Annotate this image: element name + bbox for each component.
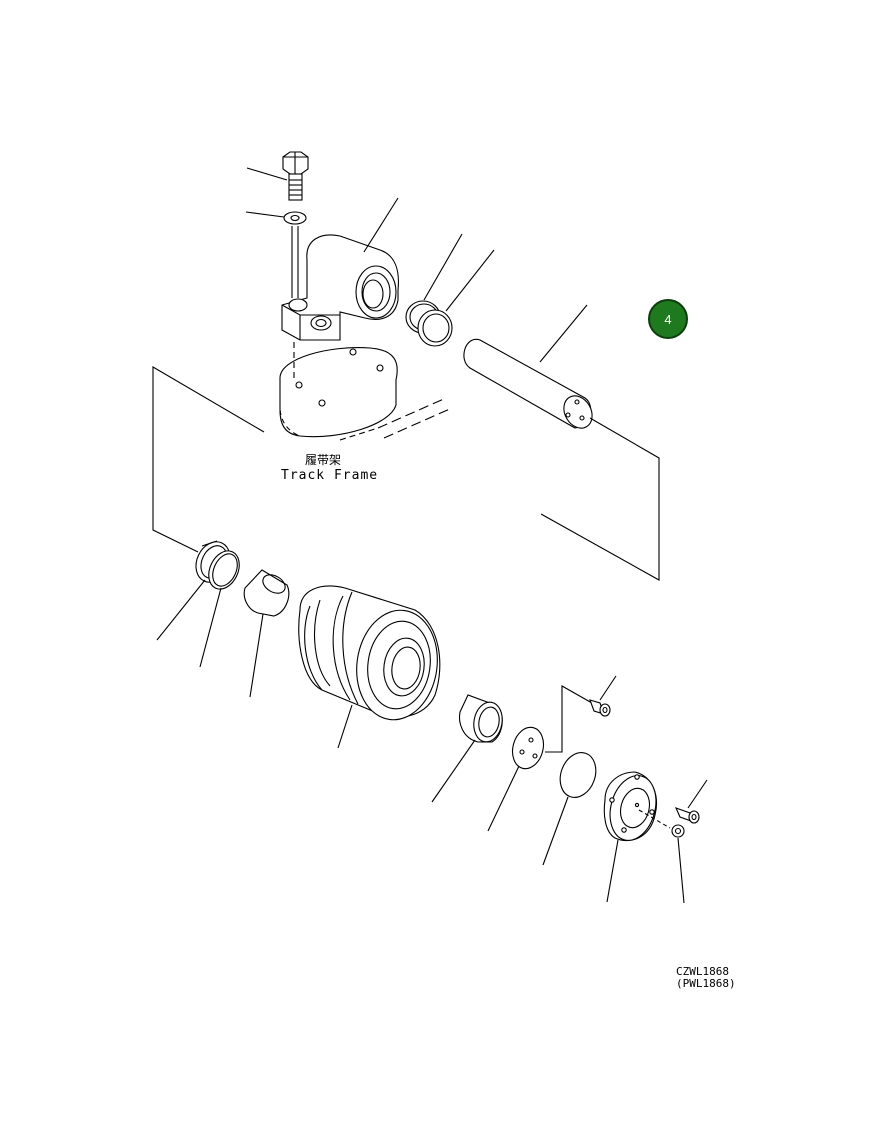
washer-part	[283, 211, 307, 225]
leader-socket-bolt-cover	[687, 779, 708, 809]
leader-bracket	[363, 197, 399, 253]
leader-bushing-lower	[431, 739, 476, 803]
leader-socket-bolt-upper	[599, 675, 617, 701]
o-ring-part	[559, 752, 597, 798]
bushing-lower-part	[458, 694, 503, 743]
assembly-line-left	[152, 366, 265, 553]
o-ring-lower-part	[208, 550, 240, 590]
thrust-plate-part	[511, 726, 545, 770]
shaft-part	[463, 338, 593, 429]
leader-o-ring-lower	[199, 587, 222, 668]
item-number-badge[interactable]: 4	[648, 299, 688, 339]
assembly-line-bolt	[545, 685, 593, 753]
socket-bolt-cover-part	[674, 807, 700, 824]
track-frame-label-cn: 履带架	[305, 453, 342, 467]
leader-snap-ring-lower	[156, 579, 206, 641]
assembly-line-right	[540, 417, 660, 581]
track-frame-pad	[279, 347, 453, 441]
cover-part	[603, 771, 657, 842]
leader-roller	[337, 704, 353, 749]
drawing-code: CZWL1868	[676, 965, 729, 978]
leader-plug	[677, 837, 685, 904]
bracket-part	[281, 234, 399, 341]
socket-bolt-upper-part	[589, 699, 611, 717]
leader-thrust-plate	[487, 765, 520, 832]
leader-snap-ring-upper	[423, 233, 463, 301]
track-frame-label-en: Track Frame	[281, 468, 379, 483]
leader-collar	[249, 613, 264, 698]
roller-part	[298, 585, 441, 721]
leader-bushing-upper	[445, 249, 495, 312]
leader-cover	[606, 839, 619, 903]
drawing-code-alt: (PWL1868)	[676, 977, 736, 990]
leader-o-ring	[542, 796, 569, 866]
leader-bolt	[246, 167, 288, 181]
bushing-upper-part	[417, 309, 453, 347]
leader-shaft	[539, 304, 588, 363]
collar-part	[243, 569, 290, 617]
leader-washer	[245, 211, 285, 218]
bolt-part	[282, 151, 309, 201]
plug-part	[671, 824, 685, 838]
